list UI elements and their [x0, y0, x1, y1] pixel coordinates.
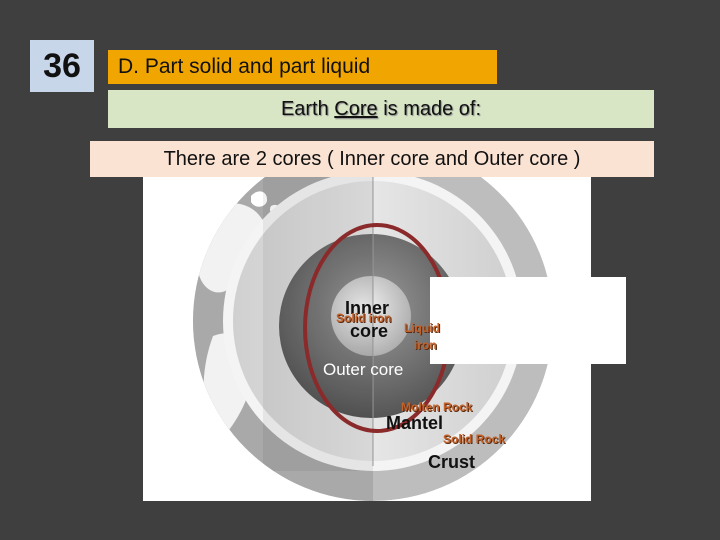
- molten-rock-annotation: Molten Rock: [401, 400, 473, 414]
- question-suffix: is made of:: [377, 97, 482, 120]
- question-bar: Earth Core is made of:: [108, 90, 654, 128]
- crust-label: Crust: [428, 452, 476, 472]
- answer-bar: D. Part solid and part liquid: [108, 50, 497, 84]
- slide-number: 36: [43, 46, 81, 85]
- solid-rock-annotation: Solid Rock: [443, 432, 506, 446]
- solid-iron-annotation: Solid iron: [336, 311, 392, 325]
- liquid-iron-annotation-line1: Liquid: [404, 321, 440, 335]
- inner-core-label-line2: core: [350, 321, 389, 341]
- mantel-label: Mantel: [386, 413, 444, 433]
- outer-core-label: Outer core: [323, 360, 404, 379]
- slide-number-badge: 36: [30, 40, 94, 92]
- liquid-iron-annotation-line2: iron: [414, 338, 437, 352]
- earth-cross-section-diagram: [143, 176, 591, 501]
- question-prefix: Earth: [280, 97, 335, 120]
- statement-bar: There are 2 cores ( Inner core and Outer…: [90, 141, 654, 177]
- blank-overlay-box: [430, 277, 626, 364]
- inner-core-label-line1: Inner: [345, 298, 390, 318]
- answer-text: D. Part solid and part liquid: [118, 55, 371, 78]
- earth-cross-section-illustration: [193, 176, 553, 501]
- question-highlight: Core: [334, 97, 378, 120]
- statement-text: There are 2 cores ( Inner core and Outer…: [163, 147, 581, 170]
